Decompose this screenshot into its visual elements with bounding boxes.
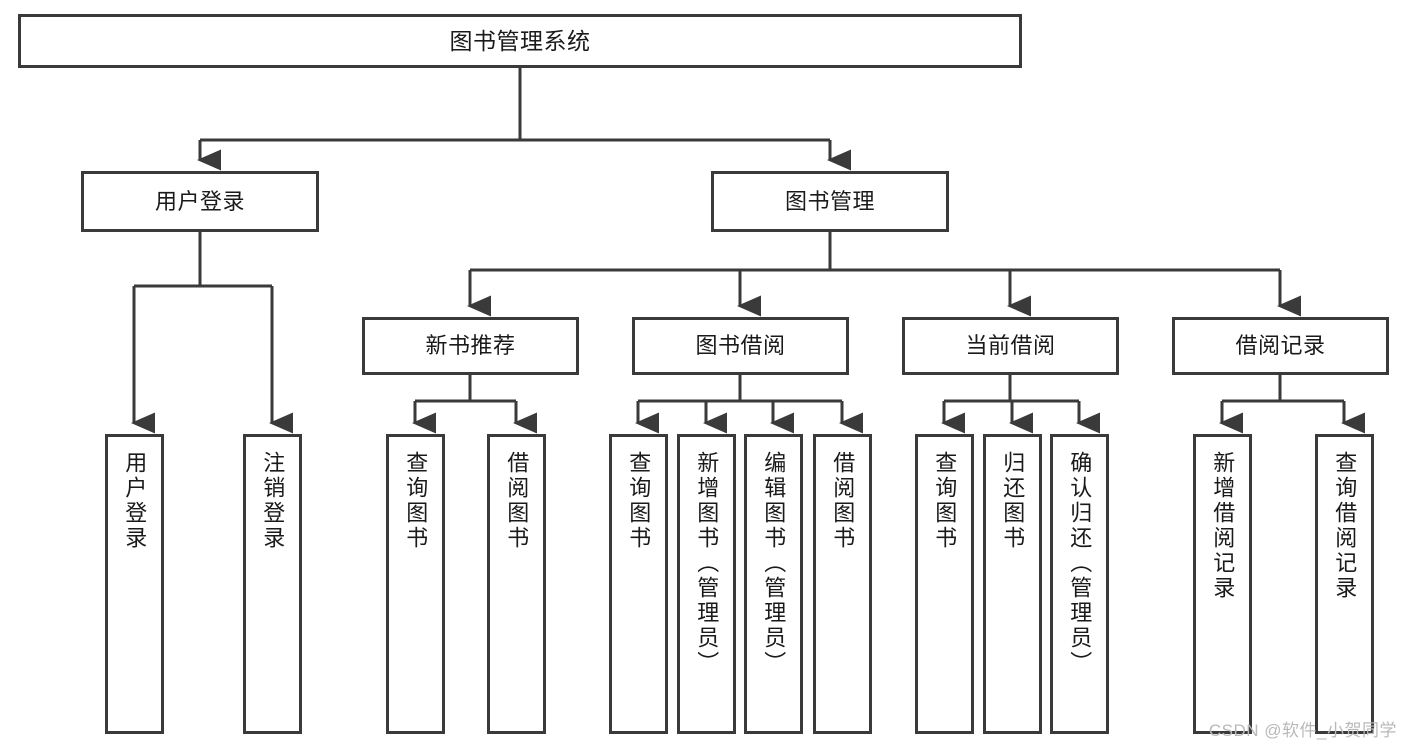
node-current-borrow[interactable]: 当前借阅 <box>902 317 1119 375</box>
node-label: 注销登录 <box>260 451 286 551</box>
node-leaf-edit-book[interactable]: 编辑图书（管理员） <box>744 434 803 734</box>
node-leaf-add-record[interactable]: 新增借阅记录 <box>1193 434 1252 734</box>
node-leaf-add-book[interactable]: 新增图书（管理员） <box>677 434 736 734</box>
node-label: 借阅图书 <box>830 451 856 551</box>
node-label: 查询图书 <box>626 451 652 551</box>
node-leaf-query-record[interactable]: 查询借阅记录 <box>1315 434 1374 734</box>
node-label: 编辑图书（管理员） <box>761 451 787 676</box>
node-label: 新增图书（管理员） <box>694 451 720 676</box>
node-label: 借阅记录 <box>1235 333 1326 359</box>
node-label: 借阅图书 <box>504 451 530 551</box>
node-label: 图书借阅 <box>695 333 786 359</box>
node-book-manage[interactable]: 图书管理 <box>711 171 949 232</box>
node-leaf-user-login[interactable]: 用户登录 <box>105 434 164 734</box>
node-label: 新增借阅记录 <box>1210 451 1236 601</box>
node-leaf-query-book-3[interactable]: 查询图书 <box>915 434 974 734</box>
csdn-watermark: CSDN @软件_小贺同学 <box>1208 721 1397 740</box>
node-label: 查询借阅记录 <box>1332 451 1358 601</box>
node-label: 确认归还（管理员） <box>1067 451 1093 676</box>
node-label: 查询图书 <box>932 451 958 551</box>
node-label: 新书推荐 <box>425 333 516 359</box>
node-leaf-query-book-2[interactable]: 查询图书 <box>609 434 668 734</box>
node-leaf-logout[interactable]: 注销登录 <box>243 434 302 734</box>
node-leaf-borrow-book-1[interactable]: 借阅图书 <box>487 434 546 734</box>
node-book-borrow[interactable]: 图书借阅 <box>632 317 849 375</box>
node-user-login[interactable]: 用户登录 <box>81 171 319 232</box>
node-label: 当前借阅 <box>965 333 1056 359</box>
node-label: 用户登录 <box>122 451 148 551</box>
node-label: 用户登录 <box>154 188 245 214</box>
node-leaf-query-book-1[interactable]: 查询图书 <box>386 434 445 734</box>
node-label: 查询图书 <box>403 451 429 551</box>
node-new-book-rec[interactable]: 新书推荐 <box>362 317 579 375</box>
node-leaf-borrow-book-2[interactable]: 借阅图书 <box>813 434 872 734</box>
node-root-system[interactable]: 图书管理系统 <box>18 14 1022 68</box>
node-leaf-return-book[interactable]: 归还图书 <box>983 434 1042 734</box>
node-borrow-record[interactable]: 借阅记录 <box>1172 317 1389 375</box>
node-label: 图书管理系统 <box>449 27 591 54</box>
node-label: 归还图书 <box>1000 451 1026 551</box>
node-label: 图书管理 <box>784 188 875 214</box>
node-leaf-confirm-return[interactable]: 确认归还（管理员） <box>1050 434 1109 734</box>
